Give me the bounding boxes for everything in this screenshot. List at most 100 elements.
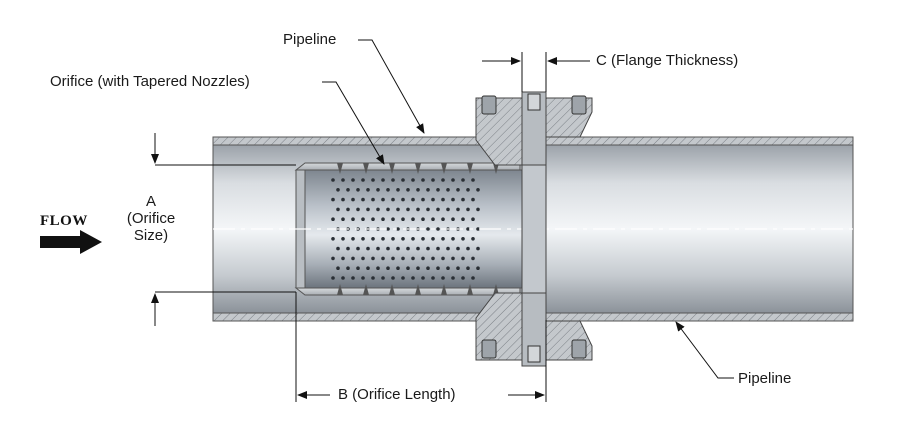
nozzle-hole — [446, 188, 450, 192]
nozzle-hole — [476, 246, 480, 251]
nozzle-hole — [441, 256, 445, 261]
nozzle-hole — [371, 276, 375, 280]
nozzle-hole — [376, 266, 380, 271]
nozzle-hole — [356, 246, 360, 251]
nozzle-hole — [451, 178, 455, 182]
nozzle-hole — [451, 237, 455, 241]
nozzle-hole — [436, 207, 440, 212]
nozzle-hole — [391, 197, 395, 202]
nozzle-hole — [401, 217, 405, 221]
nozzle-hole — [336, 188, 340, 192]
nozzle-tooth — [389, 163, 395, 174]
nozzle-hole — [411, 217, 415, 221]
nozzle-tooth — [389, 284, 395, 295]
orifice-length-label: B (Orifice Length) — [338, 386, 456, 403]
nozzle-tooth — [441, 163, 447, 174]
flange-thickness-label: C (Flange Thickness) — [596, 52, 739, 69]
nozzle-hole — [331, 178, 335, 182]
nozzle-hole — [351, 237, 355, 241]
nozzle-hole — [461, 178, 465, 182]
nozzle-hole — [431, 197, 435, 202]
nozzle-hole — [346, 207, 350, 212]
nozzle-hole — [476, 188, 480, 192]
nozzle-hole — [431, 178, 435, 182]
nozzle-tooth — [493, 284, 499, 295]
tapered-nozzles — [331, 163, 499, 295]
nozzle-hole — [386, 207, 390, 212]
nozzle-hole — [466, 188, 470, 192]
nozzle-hole — [371, 256, 375, 261]
nozzle-hole — [361, 237, 365, 241]
nozzle-hole — [431, 237, 435, 241]
nozzle-hole — [351, 256, 355, 261]
nozzle-hole — [411, 276, 415, 280]
nozzle-hole — [366, 246, 370, 251]
nozzle-hole — [441, 178, 445, 182]
nozzle-hole — [356, 207, 360, 212]
nozzle-hole — [456, 266, 460, 271]
nozzle-hole — [476, 207, 480, 212]
nozzle-hole — [356, 188, 360, 192]
nozzle-hole — [336, 266, 340, 271]
nozzle-hole — [351, 197, 355, 202]
nozzle-hole — [476, 227, 480, 231]
nozzle-hole — [436, 246, 440, 251]
nozzle-hole — [386, 188, 390, 192]
nozzle-hole — [366, 207, 370, 212]
nozzle-hole — [391, 237, 395, 241]
nozzle-hole — [461, 217, 465, 221]
nozzle-tooth — [363, 284, 369, 295]
nozzle-hole — [396, 207, 400, 212]
nozzle-hole — [381, 256, 385, 261]
nozzle-hole — [391, 217, 395, 221]
nozzle-hole — [396, 266, 400, 271]
pipeline-bottom-label: Pipeline — [738, 370, 792, 387]
nozzle-hole — [371, 197, 375, 202]
nozzle-hole — [401, 256, 405, 261]
nozzle-hole — [426, 188, 430, 192]
nozzle-hole — [446, 266, 450, 271]
nozzle-hole — [431, 276, 435, 280]
nozzle-hole — [351, 217, 355, 221]
nozzle-hole — [421, 217, 425, 221]
nozzle-hole — [396, 188, 400, 192]
nozzle-hole — [366, 188, 370, 192]
nozzle-hole — [421, 256, 425, 261]
pipeline-top-label: Pipeline — [283, 31, 337, 48]
nozzle-hole — [471, 178, 475, 182]
nozzle-hole — [331, 256, 335, 261]
nozzle-hole — [461, 276, 465, 280]
nozzle-hole — [466, 246, 470, 251]
nozzle-tooth — [415, 284, 421, 295]
nozzle-hole — [456, 188, 460, 192]
nozzle-hole — [406, 188, 410, 192]
nozzle-hole — [351, 178, 355, 182]
orifice-size-a: A — [145, 193, 156, 210]
nozzle-hole — [331, 197, 335, 202]
nozzle-hole — [446, 246, 450, 251]
nozzle-hole — [361, 197, 365, 202]
nozzle-hole — [436, 227, 440, 231]
nozzle-hole — [386, 227, 390, 231]
nozzle-hole — [391, 256, 395, 261]
nozzle-hole — [421, 178, 425, 182]
orifice-label: Orifice (with Tapered Nozzles) — [50, 73, 250, 90]
nozzle-hole — [431, 256, 435, 261]
nozzle-hole — [421, 276, 425, 280]
nozzle-hole — [331, 237, 335, 241]
nozzle-hole — [416, 188, 420, 192]
nozzle-hole — [331, 276, 335, 280]
nozzle-hole — [401, 276, 405, 280]
nozzle-hole — [441, 276, 445, 280]
nozzle-hole — [411, 197, 415, 202]
nozzle-hole — [411, 178, 415, 182]
nozzle-hole — [471, 237, 475, 241]
nozzle-hole — [376, 207, 380, 212]
nozzle-hole — [456, 246, 460, 251]
nozzle-hole — [421, 237, 425, 241]
nozzle-hole — [466, 207, 470, 212]
nozzle-hole — [401, 237, 405, 241]
nozzle-hole — [441, 237, 445, 241]
nozzle-hole — [451, 197, 455, 202]
nozzle-tooth — [467, 284, 473, 295]
